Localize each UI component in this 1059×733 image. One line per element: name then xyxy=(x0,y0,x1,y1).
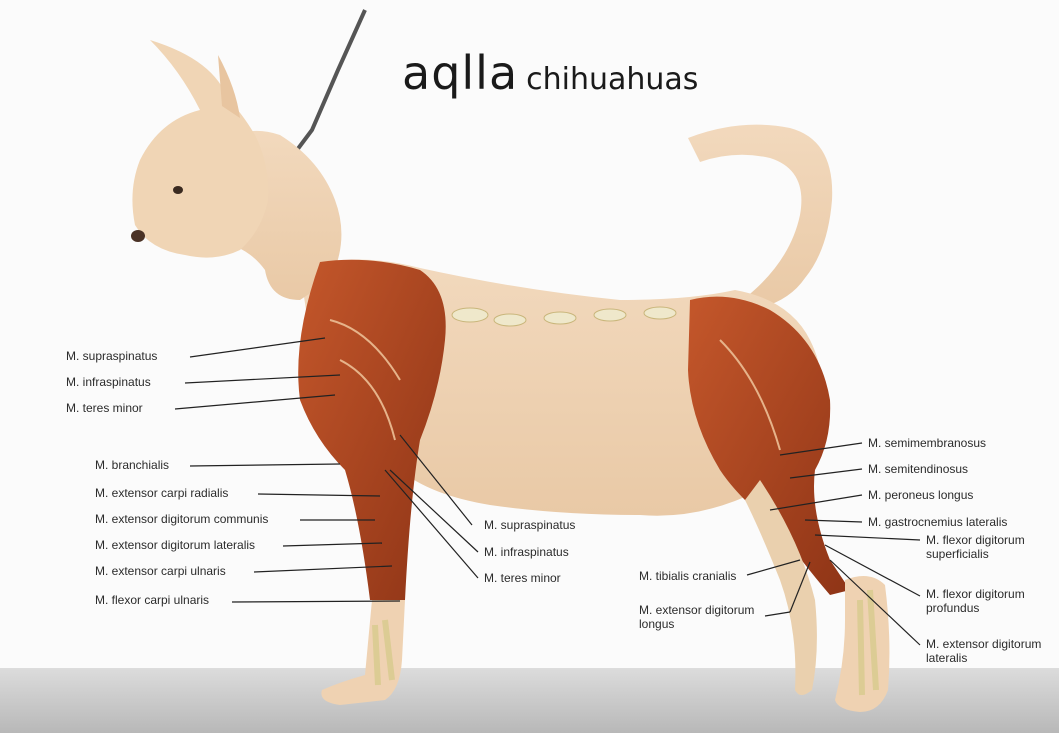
label-flexor-digitorum-superficialis: M. flexor digitorum superficialis xyxy=(926,533,1025,561)
label-peroneus-longus: M. peroneus longus xyxy=(868,488,973,502)
label-extensor-carpi-radialis: M. extensor carpi radialis xyxy=(95,486,228,500)
label-semimembranosus: M. semimembranosus xyxy=(868,436,986,450)
page-title: aqllachihuahuas xyxy=(402,46,698,100)
label-infraspinatus-left: M. infraspinatus xyxy=(66,375,151,389)
label-tibialis-cranialis: M. tibialis cranialis xyxy=(639,569,736,583)
label-supraspinatus-center: M. supraspinatus xyxy=(484,518,575,532)
label-gastrocnemius-lateralis: M. gastrocnemius lateralis xyxy=(868,515,1007,529)
label-extensor-carpi-ulnaris: M. extensor carpi ulnaris xyxy=(95,564,226,578)
label-line: superficialis xyxy=(926,547,1025,561)
label-line: M. flexor digitorum xyxy=(926,533,1025,547)
brand-name: aqlla xyxy=(402,46,518,100)
label-line: M. flexor digitorum xyxy=(926,587,1025,601)
label-extensor-digitorum-longus: M. extensor digitorum longus xyxy=(639,603,754,631)
label-flexor-carpi-ulnaris: M. flexor carpi ulnaris xyxy=(95,593,209,607)
label-teres-minor-left: M. teres minor xyxy=(66,401,143,415)
label-supraspinatus-left: M. supraspinatus xyxy=(66,349,157,363)
label-branchialis: M. branchialis xyxy=(95,458,169,472)
nose xyxy=(131,230,145,242)
eye xyxy=(173,186,183,194)
label-teres-minor-center: M. teres minor xyxy=(484,571,561,585)
title-subtitle: chihuahuas xyxy=(526,62,698,97)
label-line: M. extensor digitorum xyxy=(639,603,754,617)
label-line: profundus xyxy=(926,601,1025,615)
label-infraspinatus-center: M. infraspinatus xyxy=(484,545,569,559)
label-extensor-digitorum-communis: M. extensor digitorum communis xyxy=(95,512,268,526)
label-line: M. extensor digitorum xyxy=(926,637,1041,651)
label-extensor-digitorum-lateralis-hind: M. extensor digitorum lateralis xyxy=(926,637,1041,665)
label-flexor-digitorum-profundus: M. flexor digitorum profundus xyxy=(926,587,1025,615)
label-line: longus xyxy=(639,617,754,631)
label-semitendinosus: M. semitendinosus xyxy=(868,462,968,476)
floor xyxy=(0,668,1059,733)
label-line: lateralis xyxy=(926,651,1041,665)
label-extensor-digitorum-lateralis-fore: M. extensor digitorum lateralis xyxy=(95,538,255,552)
